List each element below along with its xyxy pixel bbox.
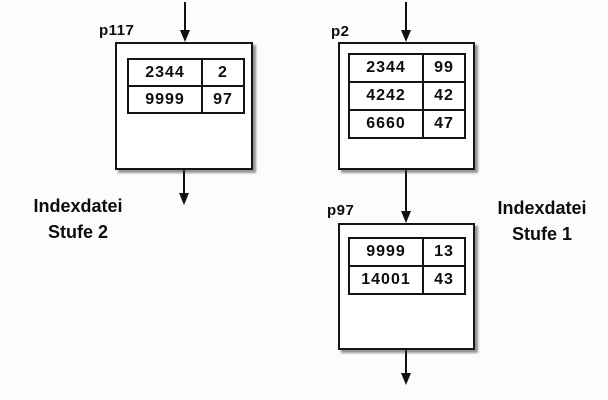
- page-cell: 47: [422, 109, 466, 139]
- node-box-p97: 9999 13 14001 43: [338, 223, 475, 350]
- key-cell: 6660: [348, 109, 424, 139]
- node-id-p2: p2: [331, 23, 350, 40]
- node-box-p117: 2344 2 9999 97: [115, 42, 253, 170]
- label-indexdatei-stufe-2: Indexdatei Stufe 2: [8, 193, 148, 245]
- table-row: 6660 47: [348, 109, 466, 139]
- arrow-into-p117: [180, 2, 190, 42]
- label-line: Stufe 2: [47, 222, 108, 242]
- node-id-p117: p117: [99, 22, 135, 39]
- node-table-p97: 9999 13 14001 43: [348, 237, 466, 295]
- key-cell: 9999: [127, 85, 203, 114]
- label-indexdatei-stufe-1: Indexdatei Stufe 1: [478, 195, 606, 247]
- key-cell: 2344: [127, 58, 203, 87]
- page-cell: 43: [422, 265, 466, 295]
- table-row: 9999 13: [348, 237, 466, 267]
- page-cell: 42: [422, 81, 466, 111]
- key-cell: 2344: [348, 53, 424, 83]
- node-table-p117: 2344 2 9999 97: [127, 58, 245, 114]
- node-box-p2: 2344 99 4242 42 6660 47: [338, 42, 475, 170]
- key-cell: 4242: [348, 81, 424, 111]
- table-row: 2344 99: [348, 53, 466, 83]
- arrow-into-p2: [401, 2, 411, 42]
- arrow-out-of-p97: [401, 350, 411, 385]
- key-cell: 9999: [348, 237, 424, 267]
- node-table-p2: 2344 99 4242 42 6660 47: [348, 53, 466, 139]
- page-cell: 97: [201, 85, 245, 114]
- key-cell: 14001: [348, 265, 424, 295]
- page-cell: 2: [201, 58, 245, 87]
- arrow-out-of-p117: [179, 170, 189, 205]
- page-cell: 99: [422, 53, 466, 83]
- label-line: Indexdatei: [497, 198, 587, 218]
- label-line: Stufe 1: [511, 224, 572, 244]
- table-row: 2344 2: [127, 58, 245, 87]
- table-row: 4242 42: [348, 81, 466, 111]
- node-id-p97: p97: [327, 202, 355, 219]
- label-line: Indexdatei: [33, 196, 123, 216]
- table-row: 14001 43: [348, 265, 466, 295]
- page-cell: 13: [422, 237, 466, 267]
- arrow-p2-to-p97: [401, 170, 411, 223]
- table-row: 9999 97: [127, 85, 245, 114]
